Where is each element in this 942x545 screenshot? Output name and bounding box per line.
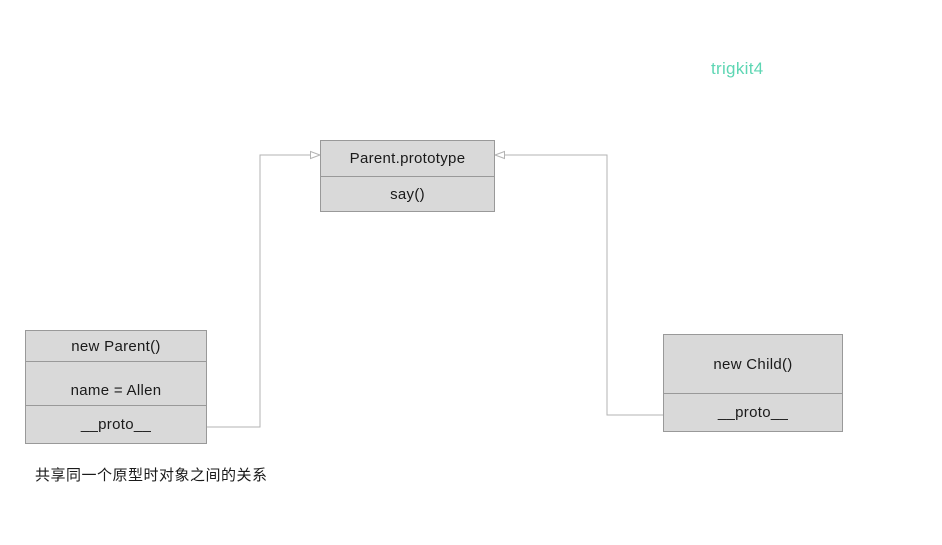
parent-instance-proto-row: __proto__ bbox=[26, 405, 206, 443]
child-instance-proto-row: __proto__ bbox=[664, 393, 842, 431]
prototype-box: Parent.prototype say() bbox=[320, 140, 495, 212]
child-instance-box: new Child() __proto__ bbox=[663, 334, 843, 432]
watermark-trigkit4: trigkit4 bbox=[711, 59, 764, 78]
child-proto-connector bbox=[493, 150, 663, 416]
parent-instance-box-title: new Parent() bbox=[71, 337, 161, 355]
parent-instance-box: new Parent() name = Allen __proto__ bbox=[25, 330, 207, 444]
parent-proto-connector bbox=[207, 150, 322, 428]
prototype-box-title: Parent.prototype bbox=[349, 150, 466, 167]
child-instance-box-title: new Child() bbox=[713, 355, 793, 373]
parent-instance-name-row: name = Allen bbox=[26, 361, 206, 405]
prototype-box-method-say: say() bbox=[321, 176, 494, 211]
diagram-caption: 共享同一个原型时对象之间的关系 bbox=[35, 467, 268, 484]
